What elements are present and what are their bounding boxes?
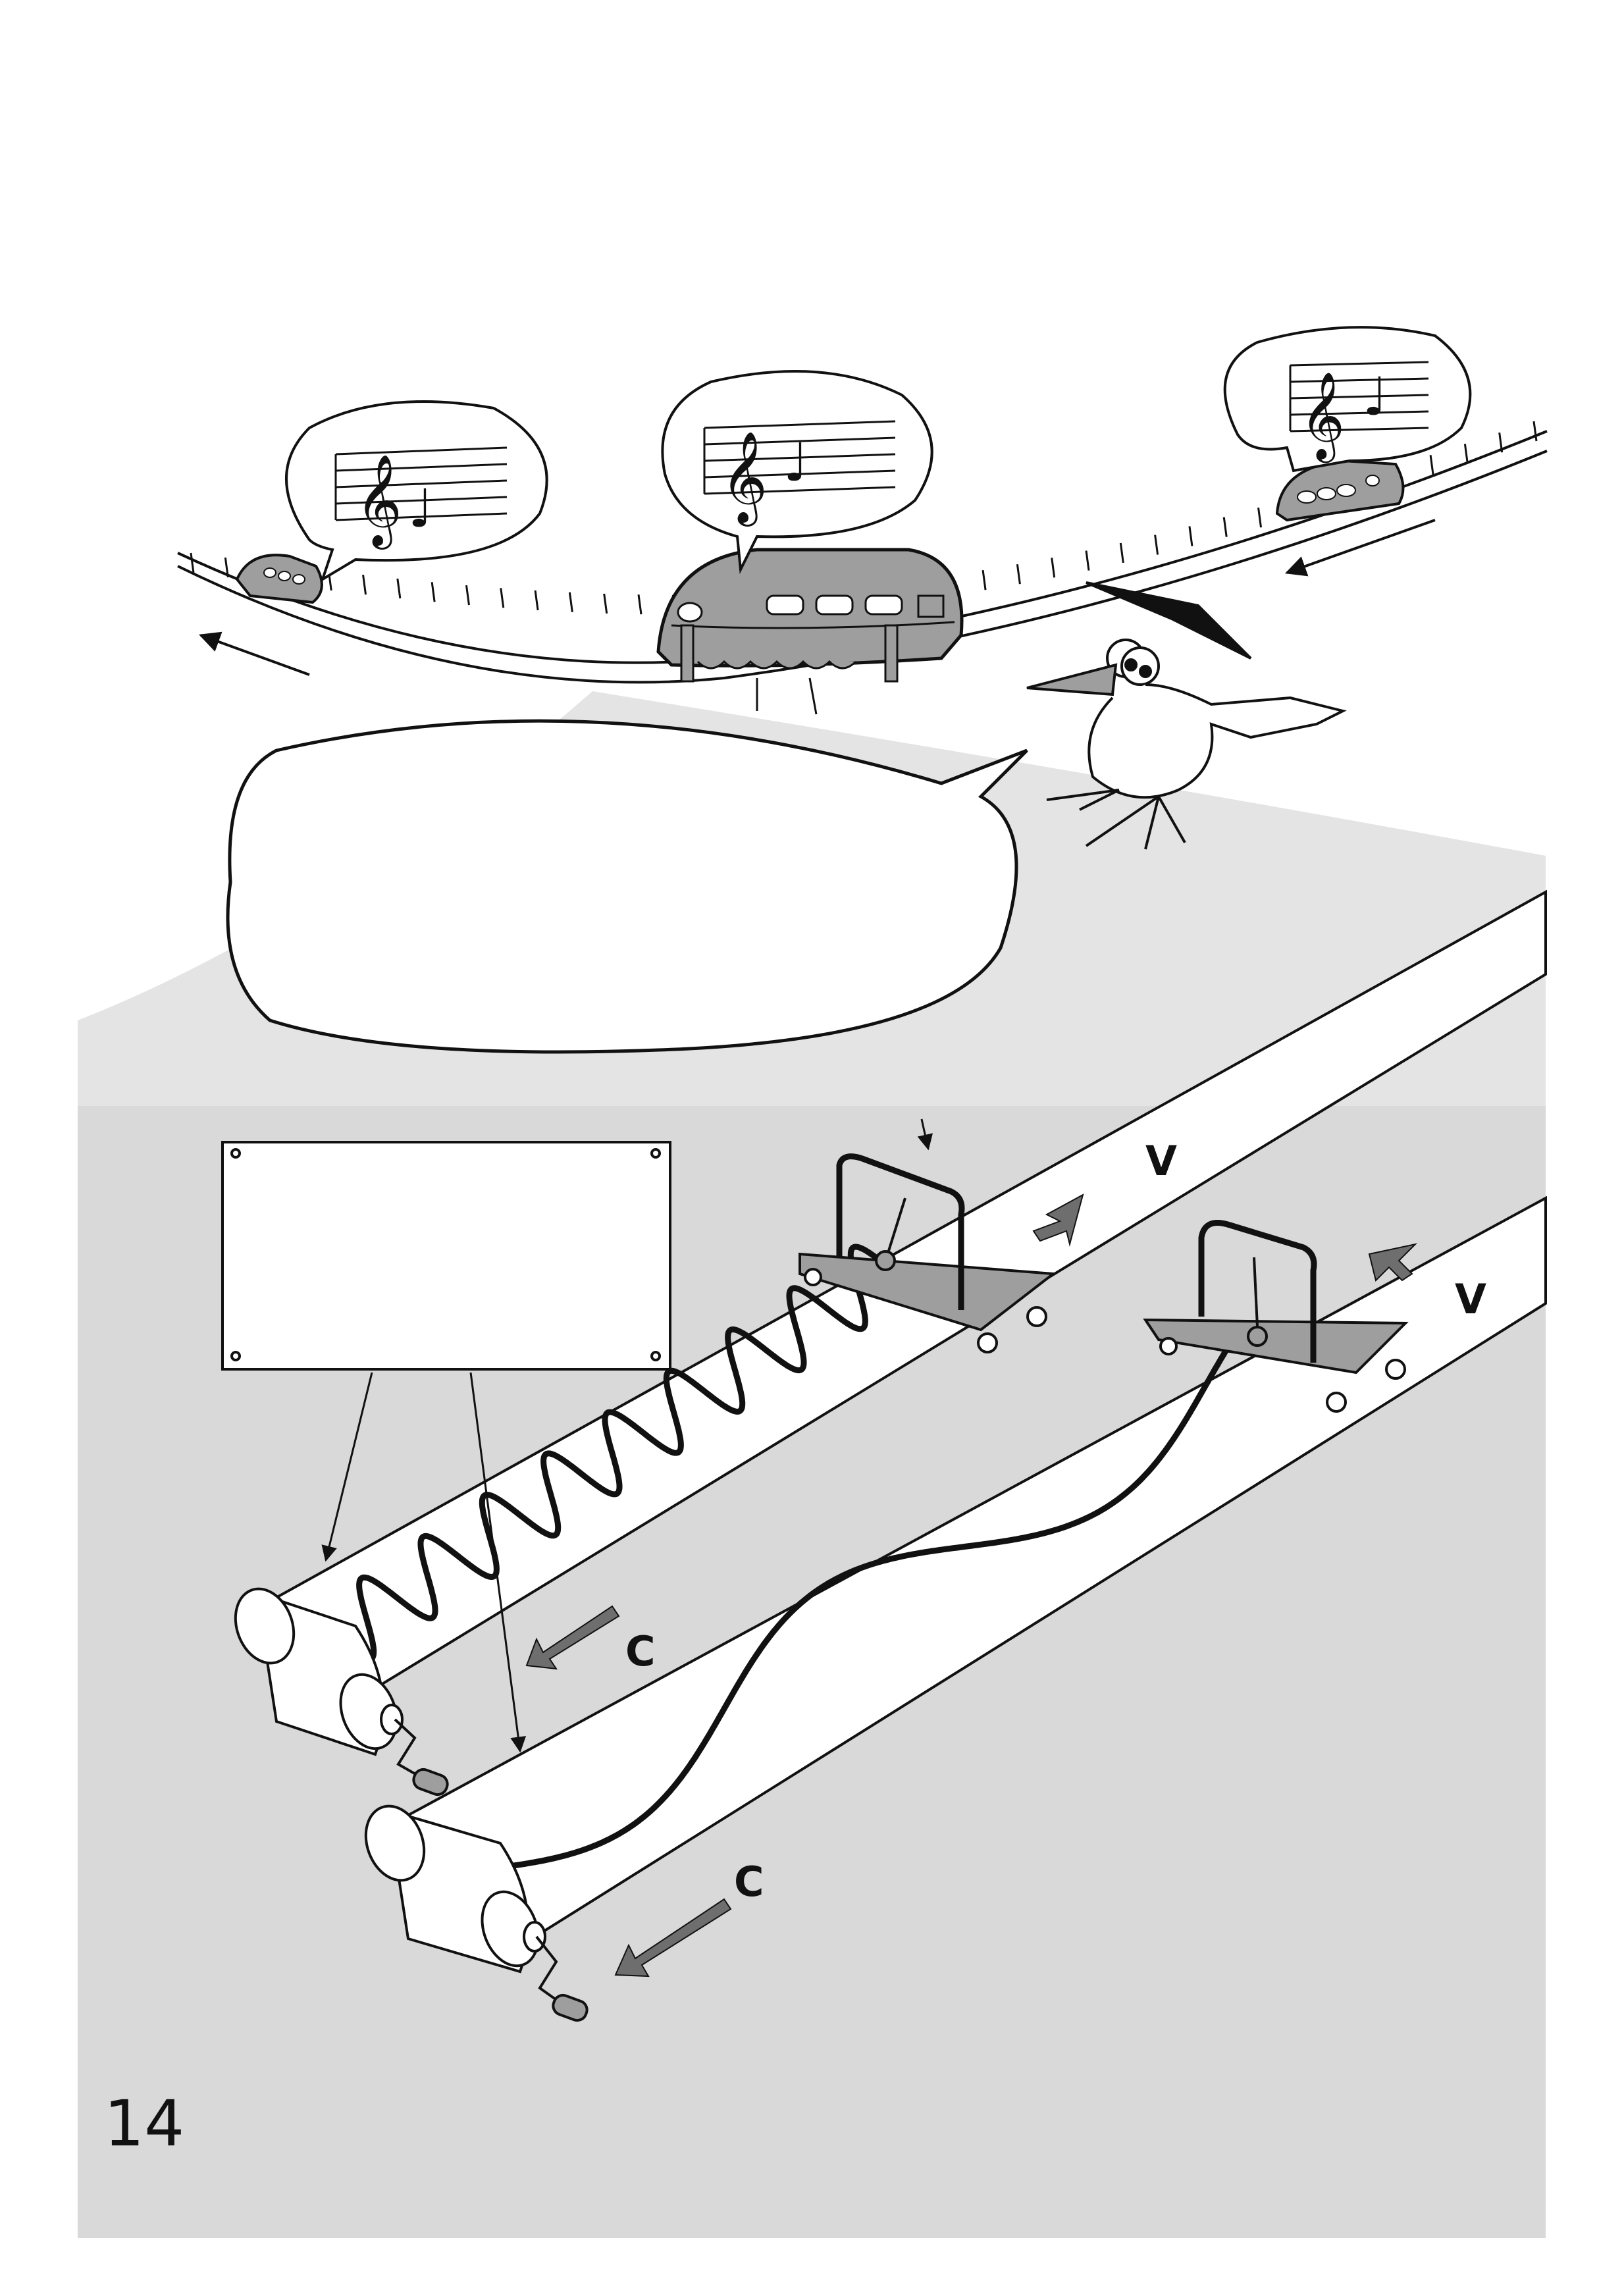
- page-number: 14: [104, 2087, 185, 2161]
- arrow-train-left: [198, 631, 310, 676]
- belt-left-speed-label: V: [1145, 1137, 1177, 1185]
- professor-bird: [1026, 581, 1347, 850]
- track-sleeper: [637, 594, 642, 615]
- arrow-paper-left: [525, 1605, 620, 1670]
- music-note-icon: ♩: [1363, 366, 1388, 427]
- track-sleeper: [1154, 535, 1159, 555]
- direction-arrows: [525, 1193, 1418, 1978]
- blank-sign: [221, 1141, 671, 1371]
- track-sleeper: [1016, 564, 1021, 585]
- music-bubble-left: 𝄞 ♩: [285, 400, 548, 583]
- track-sleeper: [500, 588, 505, 608]
- track-sleeper: [1051, 558, 1056, 578]
- track-sleeper: [534, 590, 539, 611]
- track-sleeper: [1257, 507, 1263, 528]
- track-sleeper: [190, 552, 195, 573]
- empty-speech-bubble: [226, 719, 1028, 1054]
- train-middle-large: [656, 548, 964, 715]
- track-sleeper: [1119, 542, 1124, 564]
- train-left-small: [235, 554, 323, 604]
- paper-left-speed-label: C: [625, 1627, 656, 1675]
- arrow-belt-left: [1032, 1193, 1084, 1247]
- wave-left-high-frequency: [332, 1244, 892, 1663]
- belt-right-speed-label: V: [1455, 1275, 1486, 1323]
- track-sleeper: [1463, 444, 1469, 464]
- music-bubble-right: 𝄞 ♩: [1223, 326, 1472, 473]
- paper-right-speed-label: C: [734, 1858, 764, 1906]
- arrow-paper-right: [614, 1898, 732, 1978]
- wave-right-low-frequency: [481, 1327, 1242, 1873]
- track-sleeper: [603, 593, 608, 614]
- track-sleeper: [568, 592, 573, 612]
- music-bubble-middle: 𝄞 ♩: [661, 370, 933, 575]
- arrow-belt-right: [1368, 1243, 1418, 1282]
- track-sleeper: [1085, 550, 1090, 571]
- treble-clef-icon: 𝄞: [355, 454, 402, 550]
- track-sleeper: [396, 578, 402, 599]
- track-sleeper: [1498, 432, 1504, 453]
- cart-right: [1143, 1220, 1409, 1413]
- music-note-icon: ♩: [408, 478, 433, 539]
- track-sleeper: [465, 585, 470, 606]
- cart-left: [799, 1153, 1057, 1353]
- track-sleeper: [431, 582, 436, 602]
- roller-right: [364, 1804, 589, 2022]
- track-sleeper: [1429, 455, 1434, 475]
- track-sleeper: [1532, 421, 1538, 442]
- track-sleeper: [982, 569, 987, 590]
- treble-clef-icon: 𝄞: [1300, 371, 1345, 463]
- track-sleeper: [362, 574, 367, 595]
- track-sleeper: [224, 557, 229, 578]
- track-sleeper: [1222, 517, 1228, 537]
- treble-clef-icon: 𝄞: [721, 431, 768, 527]
- arrow-train-right: [1284, 519, 1436, 577]
- track-sleeper: [1188, 526, 1193, 546]
- sign-pointer-arrows: [321, 1118, 933, 1753]
- roller-left: [234, 1587, 449, 1796]
- music-note-icon: ♩: [783, 432, 808, 493]
